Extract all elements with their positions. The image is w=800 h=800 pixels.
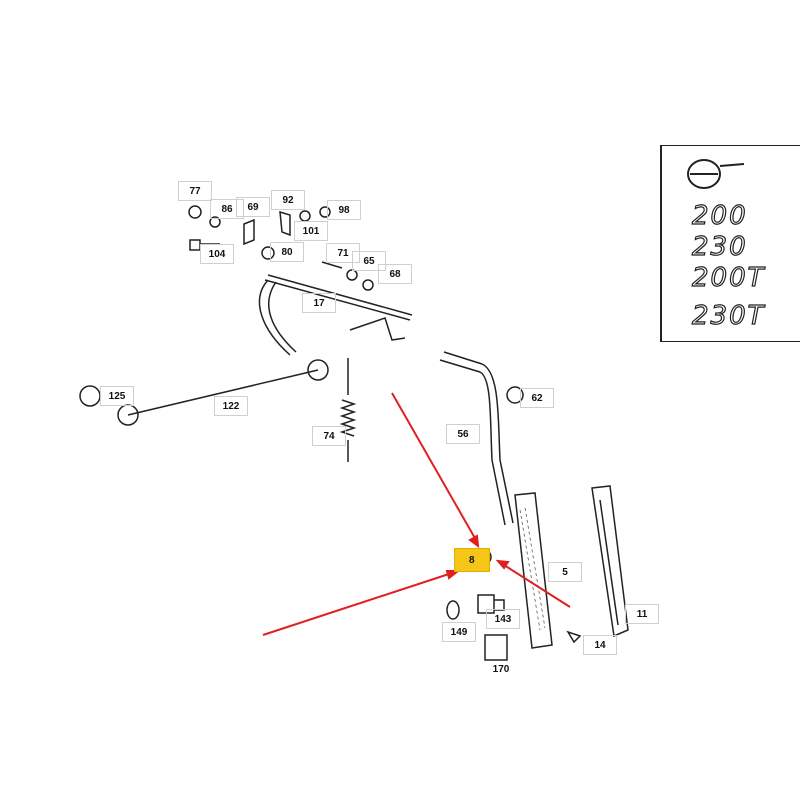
model-badges-panel: 200 230 200T 230T: [660, 145, 800, 342]
part-label-101[interactable]: 101: [294, 221, 328, 241]
red-arrow: [391, 392, 477, 541]
part-label-86[interactable]: 86: [210, 199, 244, 219]
part-label-17[interactable]: 17: [302, 293, 336, 313]
washer-65: [346, 269, 358, 281]
throttle-shaft: [264, 274, 413, 321]
part-label-104[interactable]: 104: [200, 244, 234, 264]
part-label-56[interactable]: 56: [446, 424, 480, 444]
bushing-125: [79, 385, 101, 407]
part-label-8-highlighted[interactable]: 8: [454, 548, 490, 572]
badge-230: 230: [691, 231, 748, 262]
bushing-86: [209, 216, 221, 228]
bolt-71: [321, 261, 343, 269]
part-label-65[interactable]: 65: [352, 251, 386, 271]
red-arrow: [503, 564, 571, 608]
steering-emblem-icon: [687, 159, 744, 189]
part-label-14[interactable]: 14: [583, 635, 617, 655]
part-label-5[interactable]: 5: [548, 562, 582, 582]
part-label-122[interactable]: 122: [214, 396, 248, 416]
pedal-pad: [591, 485, 629, 638]
rod-end-ball: [307, 359, 329, 381]
part-170: [484, 634, 508, 661]
part-label-92[interactable]: 92: [271, 190, 305, 210]
badge-200: 200: [691, 200, 748, 231]
throttle-lever-arm: [258, 279, 297, 356]
part-label-69[interactable]: 69: [236, 197, 270, 217]
part-label-62[interactable]: 62: [520, 388, 554, 408]
part-label-71[interactable]: 71: [326, 243, 360, 263]
return-spring: [339, 358, 357, 462]
clip-98: [319, 206, 331, 218]
badge-200t: 200T: [691, 262, 766, 293]
clip-77: [188, 205, 202, 219]
part-label-125[interactable]: 125: [100, 386, 134, 406]
badge-230t: 230T: [691, 300, 766, 331]
red-arrow: [262, 572, 453, 636]
part-label-98[interactable]: 98: [327, 200, 361, 220]
part-label-77[interactable]: 77: [178, 181, 212, 201]
part-label-74[interactable]: 74: [312, 426, 346, 446]
clip-101: [299, 210, 311, 222]
part-label-68[interactable]: 68: [378, 264, 412, 284]
connecting-rod: [127, 369, 319, 416]
part-label-80[interactable]: 80: [270, 242, 304, 262]
bushing-143: [477, 594, 505, 614]
clip-14: [566, 630, 582, 644]
linkage-bracket: [349, 317, 406, 341]
accelerator-pedal: [514, 492, 553, 649]
washer-149: [446, 600, 460, 620]
nut-68: [362, 279, 374, 291]
bushing-80: [261, 246, 275, 260]
part-label-143[interactable]: 143: [486, 609, 520, 629]
pedal-rod: [439, 351, 514, 526]
bracket-69: [243, 218, 255, 246]
part-label-11[interactable]: 11: [625, 604, 659, 624]
bushing-62: [506, 386, 524, 404]
part-label-170[interactable]: 170: [492, 664, 510, 675]
part-label-149[interactable]: 149: [442, 622, 476, 642]
plate-92: [279, 210, 291, 237]
